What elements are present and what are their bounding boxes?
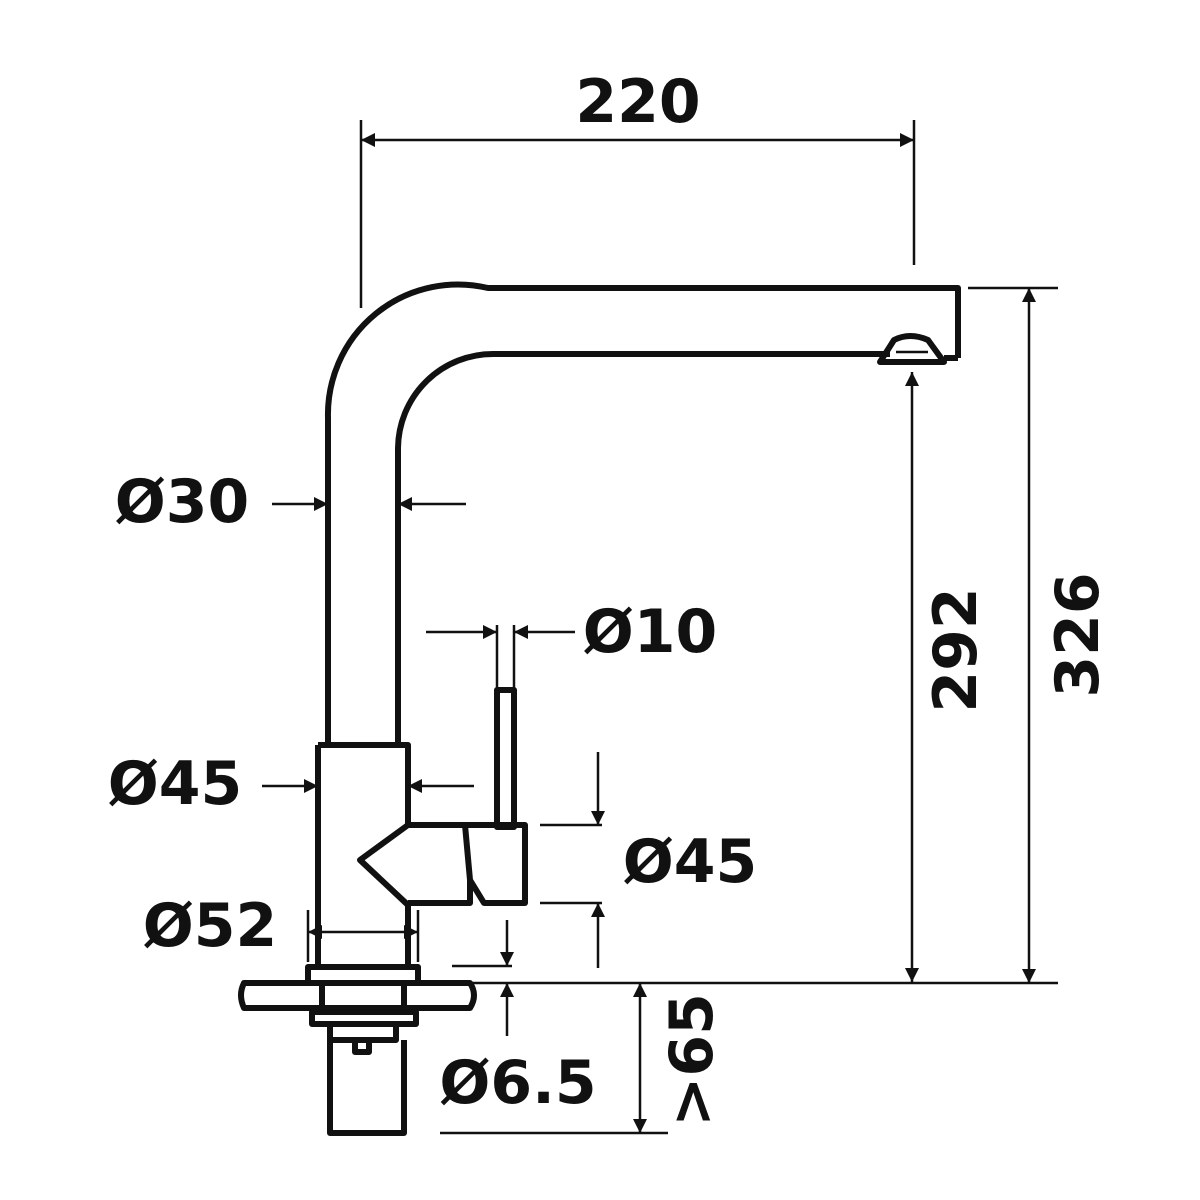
dimension-d45-collar-label: Ø45 [108,749,243,819]
threaded-shank [319,980,407,1011]
dimension-d10: Ø10 [426,597,717,690]
fixing-screw [352,1037,372,1055]
body-collar [318,742,411,825]
handle-lever [494,687,517,830]
dimension-d10-label: Ø10 [583,597,718,667]
handle-hub-chevron [357,822,411,908]
dimension-326-label: 326 [1043,572,1113,697]
spout-outer-contour [324,281,961,745]
dimension-326: 326 [420,286,1113,985]
dimension-d30-label: Ø30 [115,467,250,537]
worktop-right [404,980,477,1011]
dimension-220-label: 220 [575,67,700,137]
dimension-d52: Ø52 [143,891,420,962]
worktop-left [238,980,322,1011]
dimension-d52-label: Ø52 [143,891,278,961]
dimension-220: 220 [359,67,916,308]
dimension-gt65-label: >65 [657,993,727,1127]
dimension-d6-5: Ø6.5 [439,920,597,1118]
dimension-d6-5-label: Ø6.5 [439,1048,596,1118]
dimension-d30: Ø30 [115,467,466,537]
handle-hub-lower [408,880,473,906]
dimension-292: 292 [905,372,991,982]
dimension-d45-collar: Ø45 [108,749,474,819]
handle-hub [408,822,528,906]
spout-inner-contour [395,351,890,745]
dimension-d45-hub-label: Ø45 [623,827,758,897]
dimension-d45-hub: Ø45 [540,752,757,968]
dimension-gt65: >65 [440,983,727,1135]
dimension-292-label: 292 [921,587,991,712]
faucet-outline [238,281,961,1136]
supply-hose [327,1040,407,1136]
aerator [877,333,947,365]
